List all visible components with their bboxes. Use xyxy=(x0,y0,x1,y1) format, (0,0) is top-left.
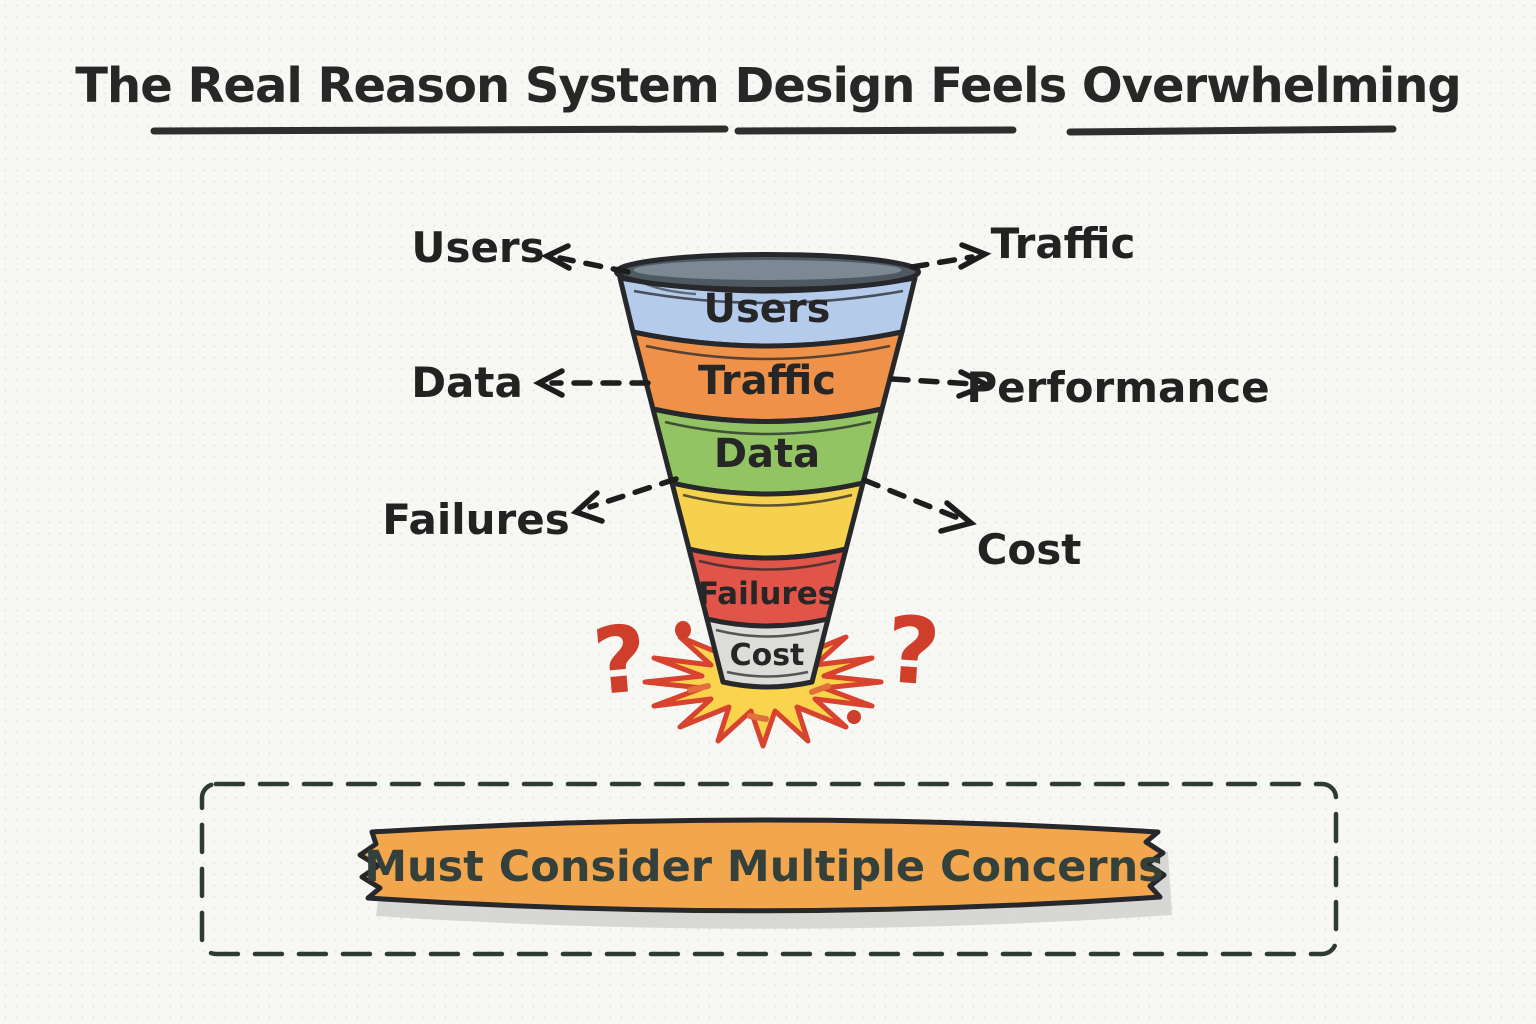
funnel-segment-buffer xyxy=(669,480,866,561)
funnel-segment-cost xyxy=(704,616,831,690)
dashed-arrow-traffic xyxy=(909,242,992,270)
funnel-rim xyxy=(614,252,921,296)
question-mark-icon: ? xyxy=(589,605,651,716)
funnel-segment-label: Cost xyxy=(730,638,805,673)
dashed-arrow-users xyxy=(540,243,631,275)
question-mark-icon: ? xyxy=(883,596,944,706)
funnel-segment-label: Users xyxy=(704,286,831,332)
funnel-segment-label: Failures xyxy=(698,576,836,612)
dashed-arrow-performance xyxy=(889,369,994,399)
title-underline xyxy=(150,125,1397,136)
callout-label-performance: Performance xyxy=(966,363,1269,412)
callout-label-failures: Failures xyxy=(382,495,569,544)
page-title: The Real Reason System Design Feels Over… xyxy=(75,58,1461,114)
concerns-dashed-box xyxy=(199,781,1339,957)
ink-dots xyxy=(675,621,861,724)
dashed-arrow-failures xyxy=(570,476,679,524)
funnel-segment-label: Data xyxy=(714,431,820,477)
dashed-arrow-data xyxy=(533,368,651,398)
banner-ribbon xyxy=(357,817,1167,914)
banner-label: Must Consider Multiple Concerns xyxy=(364,842,1164,892)
dashed-arrow-cost xyxy=(861,477,977,534)
callout-label-cost: Cost xyxy=(977,525,1082,574)
funnel-detail-lines xyxy=(633,289,904,678)
callout-label-traffic: Traffic xyxy=(991,219,1136,268)
callout-label-data: Data xyxy=(411,358,523,407)
callout-label-users: Users xyxy=(411,223,544,272)
funnel-segment-label: Traffic xyxy=(698,358,836,404)
